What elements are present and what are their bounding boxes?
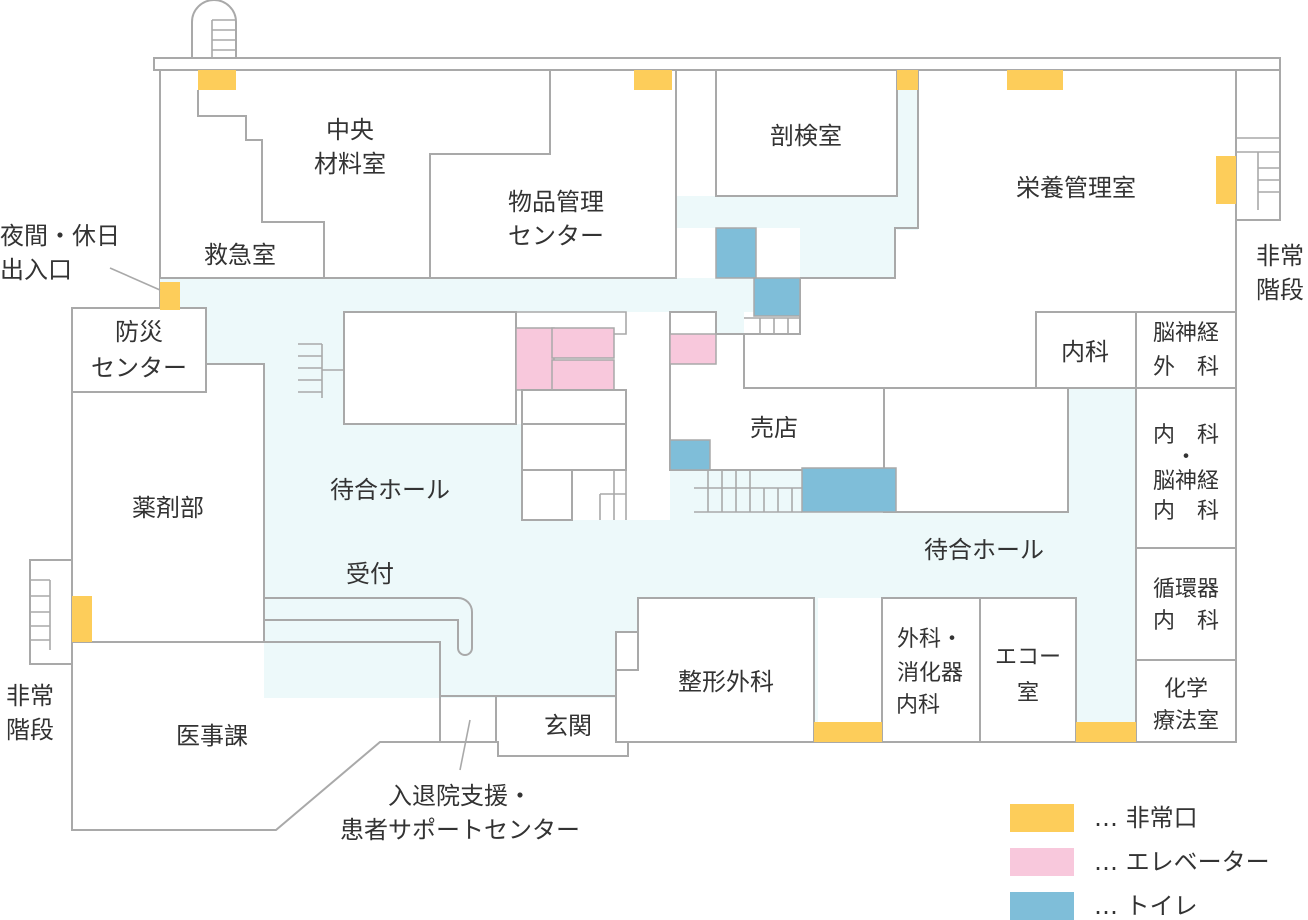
label-cardiology: 循環器: [1153, 577, 1219, 602]
corridor-area: [160, 70, 1136, 742]
label-echo-room: エコー: [995, 645, 1061, 670]
label-shop: 売店: [750, 414, 798, 442]
label-pharmacy: 薬剤部: [132, 494, 204, 522]
central-core: [298, 227, 1069, 521]
label-autopsy-room: 剖検室: [770, 122, 842, 150]
label-central-supply: 材料室: [314, 150, 386, 178]
legend: … 非常口 … エレベーター … トイレ: [1010, 804, 1270, 920]
label-night-entrance: 夜間・休日: [0, 222, 120, 250]
label-entrance: 玄関: [544, 712, 592, 740]
label-disaster-center: 防災: [115, 318, 163, 346]
label-central-supply: 中央: [326, 116, 374, 144]
label-reception: 受付: [346, 560, 394, 588]
label-echo-room: 室: [1017, 681, 1039, 706]
label-disaster-center: センター: [91, 354, 187, 382]
label-chemotherapy: 化学: [1164, 677, 1208, 702]
label-chemotherapy: 療法室: [1153, 709, 1219, 734]
label-stairs-right: 非常: [1256, 242, 1304, 270]
label-waiting-hall-west: 待合ホール: [330, 476, 450, 504]
label-night-entrance: 出入口: [0, 256, 72, 284]
leader-lines: [109, 267, 471, 771]
label-waiting-hall-east: 待合ホール: [924, 536, 1044, 564]
label-internal-neurology: 内 科: [1153, 499, 1219, 524]
label-nutrition-room: 栄養管理室: [1016, 174, 1136, 202]
label-supply-center: センター: [508, 222, 604, 250]
label-stairs-left: 階段: [6, 716, 54, 744]
label-support-center: 入退院支援・: [388, 782, 532, 810]
label-surgery-gi: 内科: [896, 693, 940, 718]
left-wing: [29, 307, 616, 742]
label-emergency-room: 救急室: [204, 241, 276, 269]
legend-swatch-toilet: [1010, 892, 1074, 920]
label-support-center: 患者サポートセンター: [340, 816, 580, 844]
legend-label-toilet: … トイレ: [1094, 892, 1198, 920]
emergency-exits: [72, 70, 1236, 742]
lower-clinics: [615, 597, 1077, 743]
legend-swatch-elevator: [1010, 848, 1074, 876]
label-medical-affairs: 医事課: [176, 722, 248, 750]
label-supply-center: 物品管理: [508, 188, 604, 216]
label-neurosurgery: 外 科: [1153, 355, 1219, 380]
label-internal-neurology: ・: [1175, 445, 1197, 470]
legend-label-elevator: … エレベーター: [1094, 848, 1270, 876]
label-stairs-right: 階段: [1256, 276, 1304, 304]
legend-swatch-exit: [1010, 804, 1074, 832]
label-internal-neurology: 脳神経: [1153, 469, 1219, 494]
legend-label-exit: … 非常口: [1094, 804, 1198, 832]
room-labels: 中央 材料室 救急室 物品管理 センター 剖検室 栄養管理室 夜間・休日 出入口…: [0, 116, 1304, 844]
label-surgery-gi: 消化器: [897, 661, 963, 686]
label-stairs-left: 非常: [6, 682, 54, 710]
label-internal-medicine: 内科: [1061, 338, 1109, 366]
label-neurosurgery: 脳神経: [1153, 321, 1219, 346]
label-orthopedics: 整形外科: [678, 668, 774, 696]
label-surgery-gi: 外科・: [897, 627, 963, 652]
label-internal-neurology: 内 科: [1153, 423, 1219, 448]
upper-rooms: [160, 69, 1281, 743]
label-cardiology: 内 科: [1153, 609, 1219, 634]
